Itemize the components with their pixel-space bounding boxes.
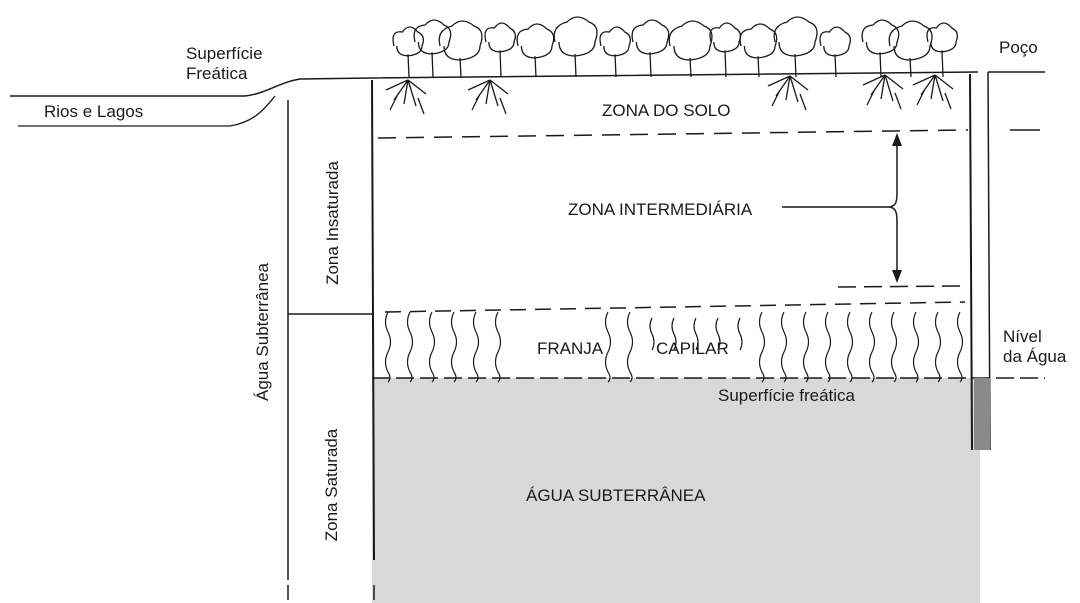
tree-crown	[631, 19, 670, 55]
label-zona-saturada: Zona Saturada	[322, 428, 341, 542]
capillary-thread	[758, 311, 766, 383]
capillary-thread	[494, 311, 502, 383]
capillary-thread	[649, 317, 655, 351]
tree-crown	[553, 16, 598, 57]
capillary-thread	[846, 311, 854, 383]
tree-trunk	[757, 56, 760, 78]
tree-trunk	[794, 53, 797, 78]
capillary-thread	[693, 317, 699, 351]
root-system	[385, 79, 427, 115]
capillary-thread	[406, 311, 414, 383]
label-superficie-freatica-water: Superfície freática	[718, 386, 856, 405]
label-zona-insaturada: Zona Insaturada	[323, 161, 342, 285]
label-capilar: CAPILAR	[656, 339, 729, 358]
label-agua-subterranea-zone: ÁGUA SUBTERRÂNEA	[526, 486, 706, 505]
tree-crown	[709, 22, 742, 53]
tree-trunk	[407, 54, 410, 78]
capillary-fringe-lines	[384, 311, 964, 383]
groundwater-saturated-area	[372, 378, 980, 603]
capillary-thread	[671, 317, 677, 351]
tree-crown	[926, 22, 959, 53]
tree-trunk	[431, 52, 434, 78]
tree-trunk	[689, 57, 692, 78]
tree-crown	[599, 26, 632, 57]
capillary-thread	[604, 311, 612, 383]
tree-trunk	[909, 57, 912, 78]
tree-crown	[861, 19, 900, 55]
trees-group	[392, 16, 959, 78]
capillary-thread	[472, 311, 480, 383]
capillary-thread	[934, 311, 942, 383]
arrow-up-head	[892, 133, 902, 146]
intermediate-zone-bracket	[887, 140, 898, 278]
tree-trunk	[614, 54, 617, 78]
capillary-thread	[824, 311, 832, 383]
arrow-down-head	[892, 270, 902, 283]
capillary-thread	[780, 311, 788, 383]
well-water	[974, 378, 990, 450]
tree-trunk	[649, 52, 652, 78]
label-superficie-freatica-top: Superfície Freática	[186, 44, 263, 83]
tree-trunk	[724, 50, 727, 78]
tree-trunk	[879, 52, 882, 78]
river-bank-line	[229, 95, 276, 127]
label-zona-intermediaria: ZONA INTERMEDIÁRIA	[568, 200, 753, 219]
root-system	[912, 74, 954, 110]
root-system	[767, 75, 809, 111]
well-dash-fringe	[837, 285, 963, 288]
label-zona-solo: ZONA DO SOLO	[602, 101, 731, 120]
tree-crown	[516, 23, 555, 59]
ground-surface-line	[10, 71, 979, 97]
label-poco: Poço	[999, 38, 1038, 57]
capillary-thread	[956, 311, 964, 383]
capillary-thread	[868, 311, 876, 383]
capillary-fringe-top-line	[384, 301, 966, 313]
tree-crown	[739, 23, 778, 59]
label-agua-subterranea-side: Água Subterrânea	[253, 263, 272, 401]
tree-crown	[392, 26, 425, 57]
root-system	[467, 79, 509, 115]
section-right-boundary	[969, 73, 973, 451]
label-nivel-agua: Nível da Água	[1003, 327, 1067, 366]
capillary-thread	[737, 317, 743, 351]
tree-crown	[413, 19, 452, 55]
capillary-thread	[384, 311, 392, 383]
capillary-thread	[890, 311, 898, 383]
tree-trunk	[534, 56, 537, 78]
label-franja: FRANJA	[537, 339, 604, 358]
capillary-thread	[450, 311, 458, 383]
tree-trunk	[574, 53, 577, 78]
tree-crown	[888, 20, 933, 61]
tree-trunk	[459, 57, 462, 78]
tree-crown	[773, 16, 818, 57]
tree-crown	[484, 22, 517, 53]
label-rios-lagos: Rios e Lagos	[44, 102, 144, 121]
soil-zone-bottom-line	[377, 129, 969, 139]
section-left-boundary	[371, 79, 375, 561]
roots-group	[385, 74, 954, 115]
capillary-thread	[428, 311, 436, 383]
capillary-thread	[626, 311, 634, 383]
tree-crown	[668, 20, 713, 61]
tree-trunk	[941, 50, 944, 78]
tree-crown	[438, 20, 483, 61]
capillary-thread	[912, 311, 920, 383]
tree-crown	[819, 26, 852, 57]
capillary-thread	[715, 317, 721, 351]
tree-trunk	[834, 54, 837, 78]
root-system	[862, 74, 904, 110]
capillary-thread	[802, 311, 810, 383]
tree-trunk	[499, 50, 502, 78]
